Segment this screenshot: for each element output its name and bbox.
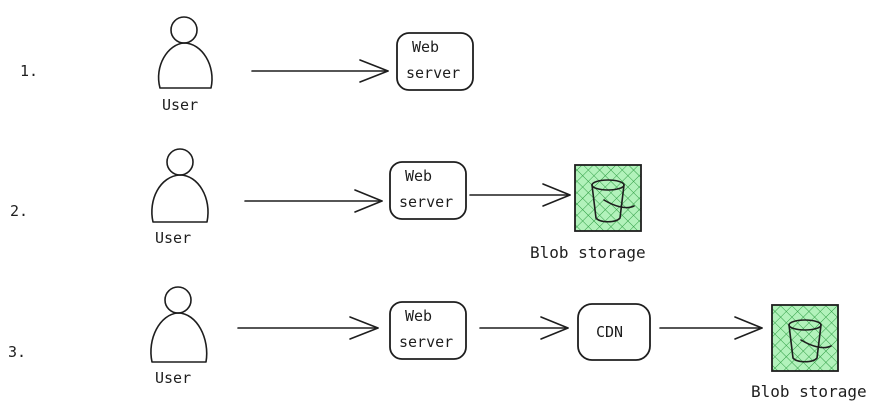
box-line-2: server bbox=[406, 64, 460, 82]
user-label: User bbox=[155, 369, 191, 387]
storage-label: Blob storage bbox=[530, 243, 646, 262]
arrow bbox=[251, 59, 389, 83]
row-3: 3. User Web server CDN bbox=[8, 286, 867, 401]
row-1: 1. User Web server bbox=[20, 16, 474, 114]
row-number: 2. bbox=[10, 202, 28, 220]
arrow bbox=[469, 183, 571, 207]
storage-label: Blob storage bbox=[751, 382, 867, 401]
blob-storage-bucket-icon bbox=[574, 164, 642, 232]
arrow bbox=[244, 189, 383, 213]
arrow bbox=[479, 316, 569, 340]
row-number: 1. bbox=[20, 62, 38, 80]
user-label: User bbox=[155, 229, 191, 247]
row-2: 2. User Web server Blob storage bbox=[10, 148, 646, 262]
user-person-icon bbox=[151, 148, 209, 223]
web-server-box: Web server bbox=[389, 301, 467, 360]
row-number: 3. bbox=[8, 343, 26, 361]
box-line-1: Web bbox=[412, 38, 439, 56]
user-person-icon bbox=[150, 286, 208, 363]
user-label: User bbox=[162, 96, 198, 114]
box-line-1: Web bbox=[405, 167, 432, 185]
cdn-box: CDN bbox=[577, 303, 651, 361]
box-line-2: server bbox=[399, 193, 453, 211]
box-line-2: server bbox=[399, 333, 453, 351]
box-line-1: CDN bbox=[596, 323, 623, 341]
arrow bbox=[237, 316, 379, 340]
arrow bbox=[659, 316, 763, 340]
blob-storage-bucket-icon bbox=[771, 304, 839, 372]
web-server-box: Web server bbox=[396, 32, 474, 91]
box-line-1: Web bbox=[405, 307, 432, 325]
user-person-icon bbox=[157, 16, 213, 89]
web-server-box: Web server bbox=[389, 161, 467, 220]
